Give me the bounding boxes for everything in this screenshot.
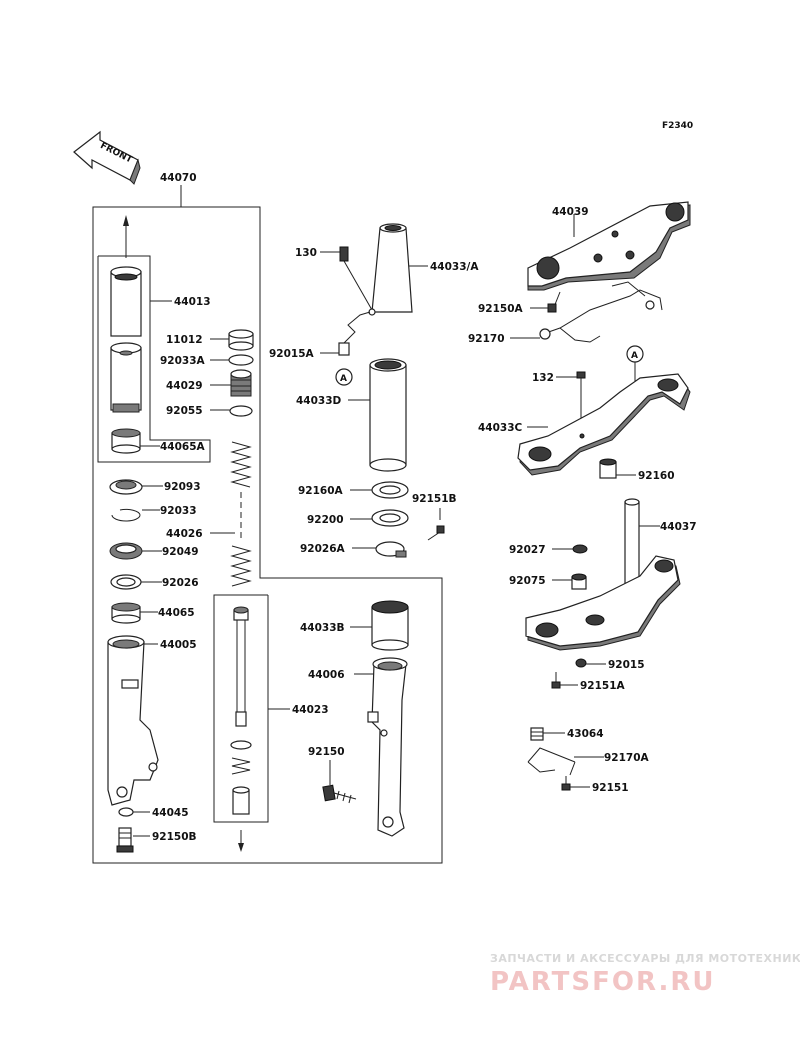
bolt-92150B: [116, 827, 134, 853]
part-label-92015A: 92015A: [269, 348, 315, 360]
ref-mark-a-middle-label: A: [340, 374, 347, 384]
tube-44033D: [369, 358, 407, 472]
cover-44033B: [371, 600, 409, 651]
part-label-44013: 44013: [174, 296, 211, 308]
oring-92055: [229, 405, 253, 417]
part-label-92151: 92151: [592, 782, 629, 794]
part-label-92150: 92150: [308, 746, 345, 758]
bolt-92151A: [551, 672, 561, 689]
adjuster-44029: [230, 369, 252, 397]
washer-92027: [572, 544, 588, 554]
part-label-92055: 92055: [166, 405, 203, 417]
part-label-44033A: 44033/A: [430, 261, 479, 273]
steering-stem-44037: [525, 498, 681, 651]
screw-92015A: [338, 342, 350, 356]
part-label-92150A: 92150A: [478, 303, 524, 315]
fork-assembly-outline: [92, 206, 443, 864]
bushing-92075: [571, 573, 587, 590]
part-label-92026: 92026: [162, 577, 199, 589]
part-label-92200: 92200: [307, 514, 344, 526]
part-label-43064: 43064: [567, 728, 604, 740]
rubber-92160A: [371, 481, 409, 499]
part-label-92151B: 92151B: [412, 493, 457, 505]
part-label-92049: 92049: [162, 546, 199, 558]
part-label-44023: 44023: [292, 704, 329, 716]
part-label-92151A: 92151A: [580, 680, 626, 692]
outer-tube-44005: [107, 635, 159, 806]
part-label-44065: 44065: [158, 607, 195, 619]
part-label-11012: 11012: [166, 334, 203, 346]
part-label-44070: 44070: [160, 172, 197, 184]
part-label-44065A: 44065A: [160, 441, 206, 453]
part-label-92170: 92170: [468, 333, 505, 345]
bushing-44065: [111, 602, 141, 624]
part-label-92075: 92075: [509, 575, 546, 587]
part-label-44026: 44026: [166, 528, 203, 540]
bolt-92150: [322, 784, 357, 804]
rubber-92160: [599, 458, 617, 479]
top-bracket-44039: [527, 201, 691, 291]
part-label-44039: 44039: [552, 206, 589, 218]
part-label-130: 130: [295, 247, 317, 259]
seal-92049: [109, 542, 143, 560]
part-label-44033B: 44033B: [300, 622, 345, 634]
ring-92033A: [228, 354, 254, 366]
fork-cover-44033A: [368, 223, 413, 316]
circlip-92033: [111, 508, 141, 522]
bracket-44033C: [517, 373, 691, 476]
part-label-44045: 44045: [152, 807, 189, 819]
inner-tube-44013: [110, 266, 142, 413]
washer-92026: [110, 574, 142, 590]
clamp-92170A: [527, 747, 576, 776]
part-label-92015: 92015: [608, 659, 645, 671]
damper-rod-44023: [230, 606, 252, 815]
part-label-132: 132: [532, 372, 554, 384]
bushing-44065A: [111, 428, 141, 454]
clamp-92170: [539, 281, 663, 343]
grommet-43064: [530, 727, 544, 741]
figure-code: F2340: [662, 121, 693, 131]
part-label-92150B: 92150B: [152, 831, 197, 843]
part-label-44006: 44006: [308, 669, 345, 681]
part-label-44037: 44037: [660, 521, 697, 533]
part-label-92026A: 92026A: [300, 543, 346, 555]
clamp-92026A: [375, 541, 407, 558]
part-label-44033D: 44033D: [296, 395, 342, 407]
part-label-92093: 92093: [164, 481, 201, 493]
ref-mark-a-right-label: A: [631, 351, 638, 361]
nut-92015: [575, 658, 587, 668]
outer-tube-44006: [367, 657, 408, 837]
screw-130: [339, 246, 373, 311]
spring-44026: [230, 441, 252, 587]
watermark-line1: ЗАПЧАСТИ И АКСЕССУАРЫ ДЛЯ МОТОТЕХНИКИ: [490, 952, 800, 965]
bolt-92150A: [547, 291, 561, 313]
part-label-92160: 92160: [638, 470, 675, 482]
part-label-44005: 44005: [160, 639, 197, 651]
part-label-92027: 92027: [509, 544, 546, 556]
front-arrow-icon: FRONT: [73, 130, 141, 185]
part-label-92033A: 92033A: [160, 355, 206, 367]
cap-11012: [228, 329, 254, 351]
part-label-92033: 92033: [160, 505, 197, 517]
part-label-92160A: 92160A: [298, 485, 344, 497]
ref-mark-a-middle: [335, 368, 353, 386]
part-label-44029: 44029: [166, 380, 203, 392]
screw-92151B: [427, 525, 445, 541]
washer-44045: [118, 807, 134, 817]
seal-92093: [109, 479, 143, 495]
watermark-line2: PARTSFOR.RU: [490, 967, 715, 997]
part-label-44033C: 44033C: [478, 422, 523, 434]
washer-92200: [371, 509, 409, 527]
part-label-92170A: 92170A: [604, 752, 650, 764]
bolt-92151: [561, 776, 571, 791]
